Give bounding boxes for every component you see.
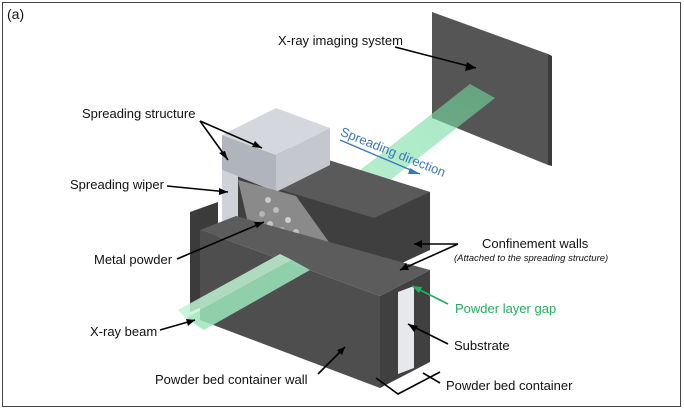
label-metal-powder: Metal powder [94, 252, 173, 267]
spreading-structure-top [222, 108, 330, 155]
figure-frame [2, 2, 681, 407]
xray-beam-front [186, 260, 310, 330]
xray-detector-panel [432, 12, 548, 165]
spreading-structure-front [222, 135, 276, 192]
label-powder-layer-gap: Powder layer gap [455, 301, 557, 316]
spreading-direction-arrowhead [408, 168, 420, 174]
spreading-structure-side [276, 128, 330, 192]
arrowheads [186, 62, 476, 355]
substrate [398, 286, 414, 374]
label-spreading-structure: Spreading structure [82, 106, 196, 121]
label-xray-beam: X-ray beam [90, 324, 158, 339]
label-spreading-wiper: Spreading wiper [70, 177, 164, 192]
powder-gap-arrowhead [412, 286, 422, 293]
annotation-arrows [159, 46, 477, 384]
xray-beam-front-top [178, 254, 292, 318]
label-confinement-note: (Attached to the spreading structure) [454, 253, 609, 264]
label-confinement-walls: Confinement walls [482, 236, 589, 251]
container-bracket [375, 371, 441, 395]
spreading-direction-arrow [339, 139, 421, 175]
container-front-wall [200, 230, 380, 388]
spreading-wiper [222, 170, 238, 232]
xray-detector-edge [548, 54, 552, 166]
label-substrate: Substrate [454, 338, 510, 353]
label-xray-imaging: X-ray imaging system [278, 33, 403, 48]
panel-label: (a) [7, 6, 25, 22]
label-powder-bed-container: Powder bed container [446, 378, 573, 393]
container-top-edge [200, 216, 430, 296]
label-container-wall: Powder bed container wall [155, 372, 308, 387]
